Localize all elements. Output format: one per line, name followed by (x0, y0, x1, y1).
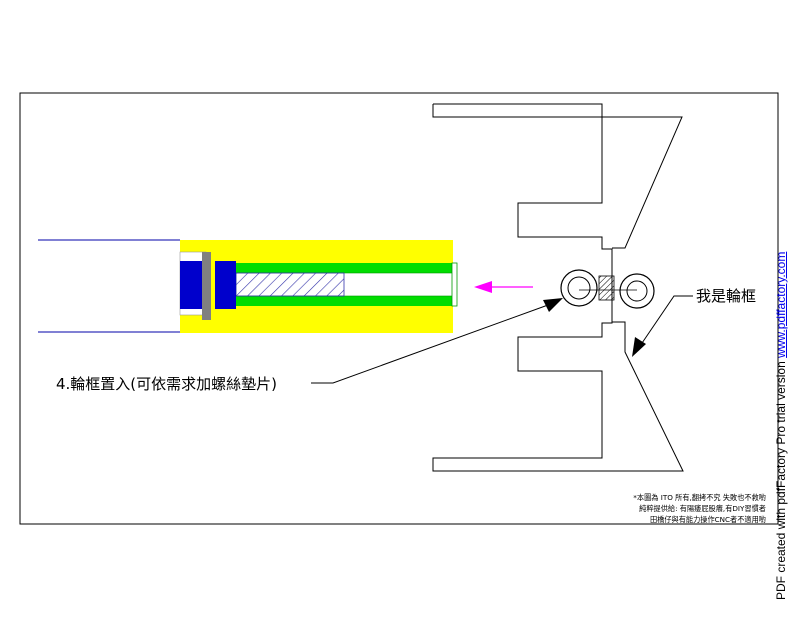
watermark-link[interactable]: www.pdffactory.com (774, 251, 788, 358)
wheel-ring-left-outer (560, 269, 598, 307)
notice-line-3: 田橋仔與有能力操作CNC者不適用喲 (650, 515, 766, 524)
hub-assembly (179, 240, 458, 333)
watermark-text: PDF created with pdfFactory Pro trial ve… (774, 357, 788, 600)
wheel-ring-left-inner (567, 276, 591, 300)
insert-note-leader-head (543, 298, 563, 312)
pdf-watermark: PDF created with pdfFactory Pro trial ve… (774, 252, 788, 600)
hub-green-rail-top (236, 263, 454, 273)
hub-green-rail-bottom (236, 296, 454, 306)
frame-label: 我是輪框 (696, 287, 756, 305)
frame-label-leader (639, 295, 693, 347)
wheel-frame-outline-top (432, 104, 683, 249)
hub-blue-block-left (180, 261, 203, 309)
notice-line-1: *本圖為 ITO 所有,翻拷不究 失敗也不救喲 (633, 493, 766, 502)
hub-blue-block-right (215, 261, 236, 309)
notice-line-2: 純粹提供給: 有陽痿屁股癢,有DIY習慣者 (639, 504, 766, 513)
hub-gray-washer (202, 252, 211, 320)
drawing-frame (19, 92, 779, 525)
wheel-spacer-hatch (598, 275, 615, 301)
hub-end-cap (451, 262, 458, 307)
hub-hatched-shaft (235, 272, 345, 297)
insert-note-label: 4.輪框置入(可依需求加螺絲墊片) (56, 375, 277, 393)
wheel-ring-right-inner (626, 280, 648, 302)
insert-note-leader (311, 304, 549, 384)
wheel-frame-outline (432, 103, 684, 472)
frame-label-leader-head (632, 337, 646, 357)
wheel-ring-right-outer (619, 273, 655, 309)
insert-arrow-head (474, 281, 492, 293)
